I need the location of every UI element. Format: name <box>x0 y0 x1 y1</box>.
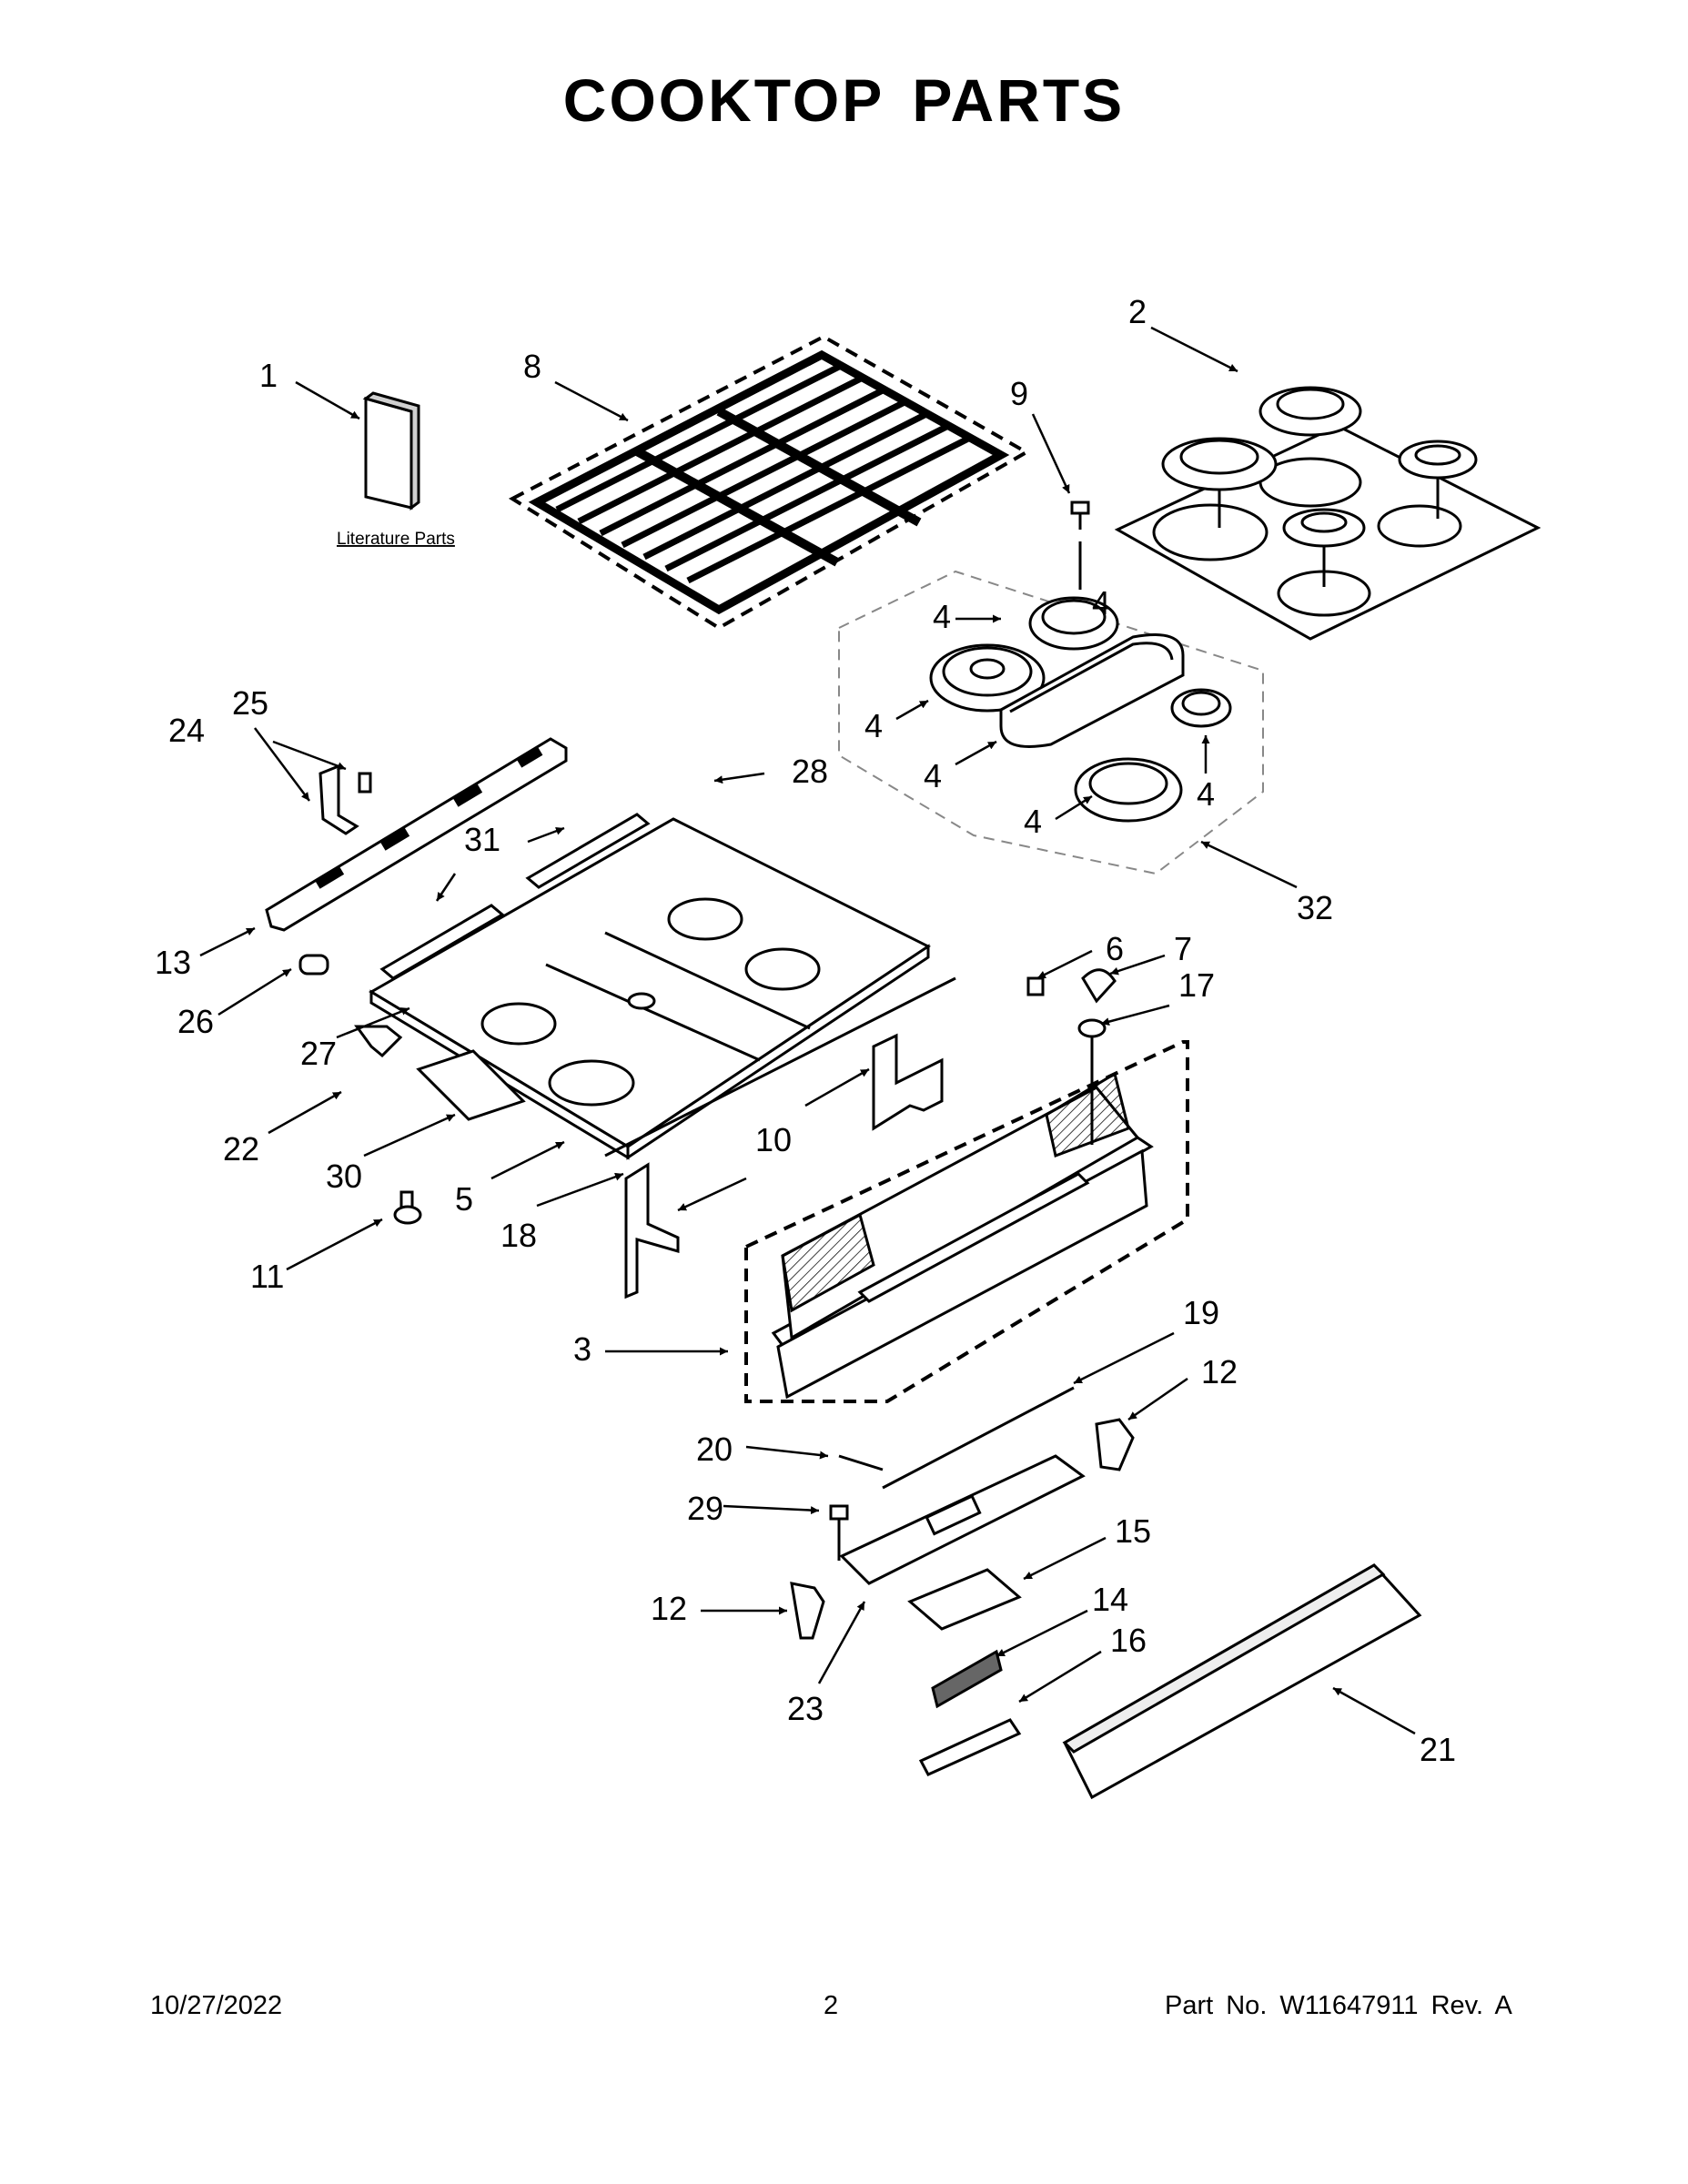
side-brackets-part <box>624 1033 944 1299</box>
burner-caps-part <box>1114 386 1541 641</box>
footer-date: 10/27/2022 <box>150 1991 283 2020</box>
callout-6: 6 <box>1106 930 1124 967</box>
footer-page-number: 2 <box>824 1991 839 2020</box>
control-panel-part <box>744 1040 1189 1403</box>
callout-9: 9 <box>1010 375 1028 412</box>
callout-4f: 4 <box>1092 584 1110 622</box>
callout-20: 20 <box>696 1431 733 1468</box>
literature-parts <box>362 391 420 511</box>
callout-2: 2 <box>1128 293 1147 330</box>
callout-7: 7 <box>1174 930 1192 967</box>
callout-24: 24 <box>168 712 205 749</box>
callout-arrows <box>199 326 1416 1735</box>
callout-25: 25 <box>232 684 268 722</box>
callout-17: 17 <box>1178 966 1215 1004</box>
callout-21: 21 <box>1420 1731 1456 1768</box>
callout-19: 19 <box>1183 1294 1219 1331</box>
callout-29: 29 <box>687 1490 723 1527</box>
callout-28: 28 <box>792 753 828 790</box>
callout-4a: 4 <box>933 598 951 635</box>
callout-27: 27 <box>300 1035 337 1072</box>
callout-14: 14 <box>1092 1581 1128 1618</box>
control-board-parts <box>790 1386 1135 1776</box>
callout-26: 26 <box>177 1003 214 1040</box>
callout-32: 32 <box>1297 889 1333 926</box>
callout-11: 11 <box>250 1258 284 1295</box>
callout-3: 3 <box>573 1330 591 1368</box>
callout-15: 15 <box>1115 1512 1151 1550</box>
page-title: COOKTOP PARTS <box>562 66 1126 134</box>
callout-labels: 1 2 3 4 4 4 4 4 4 5 6 7 8 9 10 10 11 12 … <box>155 293 1456 1768</box>
front-trim-part <box>1062 1563 1422 1800</box>
burner-group-part <box>838 500 1264 875</box>
callout-1: 1 <box>259 357 278 394</box>
callout-18: 18 <box>500 1217 537 1254</box>
callout-23: 23 <box>787 1690 824 1727</box>
callout-12a: 12 <box>1201 1353 1238 1390</box>
misc-small-parts <box>354 968 1117 1225</box>
callout-4b: 4 <box>864 707 883 744</box>
screw-9 <box>1070 500 1090 590</box>
callout-4d: 4 <box>1024 803 1042 840</box>
callout-8: 8 <box>523 348 541 385</box>
callout-4c: 4 <box>924 757 942 794</box>
callout-4e: 4 <box>1197 775 1215 813</box>
cooktop-frame-part <box>369 813 956 1160</box>
grate-part <box>508 334 1031 631</box>
callout-13: 13 <box>155 944 191 981</box>
callout-10a: 10 <box>755 1121 792 1158</box>
literature-parts-label: Literature Parts <box>337 530 455 549</box>
callout-5: 5 <box>455 1180 473 1218</box>
callout-31: 31 <box>464 821 500 858</box>
callout-22: 22 <box>223 1130 259 1168</box>
callout-16: 16 <box>1110 1622 1147 1659</box>
callout-30: 30 <box>326 1158 362 1195</box>
callout-12b: 12 <box>651 1590 687 1627</box>
footer-part-number: Part No. W11647911 Rev. A <box>1165 1991 1512 2020</box>
